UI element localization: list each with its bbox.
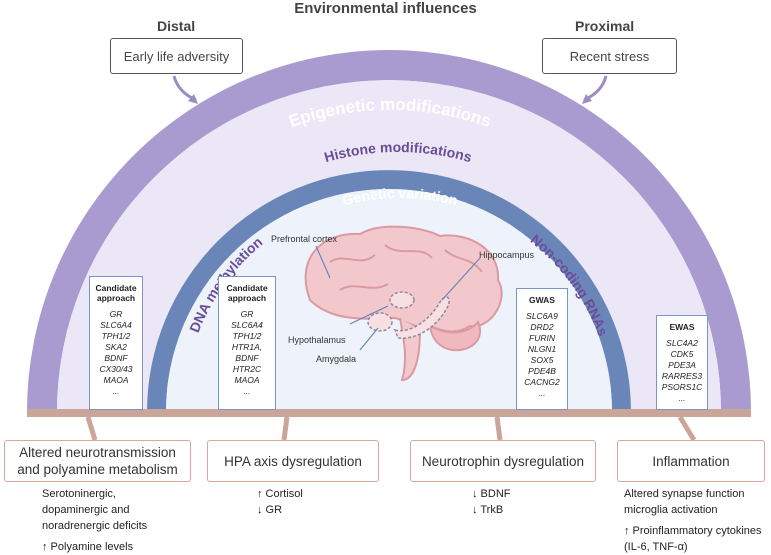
gene-item: MAOA: [234, 375, 260, 385]
gene-item: CACNG2: [524, 377, 560, 387]
outcome-notes-hpa: ↑ Cortisol ↓ GR: [257, 486, 303, 518]
gene-item: PDE3A: [668, 360, 696, 370]
gene-item: SLC6A4: [231, 320, 263, 330]
gene-list-ewas: EWAS SLC4A2 CDK5 PDE3A RARRES3 PSORS1C .…: [656, 315, 708, 410]
outcome-notes-inflammation: Altered synapse function microglia activ…: [624, 486, 762, 555]
note-line: dopaminergic and: [42, 504, 130, 516]
gene-item: SLC6A9: [526, 311, 558, 321]
outcome-neurotrophin-box: Neurotrophin dysregulation: [410, 440, 596, 482]
gene-item: CX30/43: [99, 364, 133, 374]
outcome-notes-neurotrophin: ↓ BDNF ↓ TrkB: [472, 486, 511, 518]
note-line: ↑ Proinflammatory cytokines: [624, 525, 762, 537]
list-header: approach: [96, 293, 136, 303]
outcome-label: Altered neurotransmission: [19, 445, 176, 460]
distal-label: Distal: [157, 18, 196, 34]
brain-label-hypothalamus: Hypothalamus: [288, 335, 346, 345]
list-header: EWAS: [669, 322, 695, 332]
outcome-hpa-box: HPA axis dysregulation: [207, 440, 379, 482]
gene-item: RARRES3: [661, 371, 703, 381]
gene-item: ...: [112, 386, 120, 396]
connector-4: [677, 415, 697, 442]
list-header: Candidate: [226, 283, 268, 293]
gene-item: BDNF: [235, 353, 259, 363]
gene-item: PSORS1C: [661, 382, 703, 392]
gene-item: ...: [243, 386, 251, 396]
gene-item: SLC4A2: [666, 338, 698, 348]
gene-item: DRD2: [530, 322, 554, 332]
gene-item: TPH1/2: [232, 331, 262, 341]
early-life-adversity-box: Early life adversity: [110, 38, 243, 74]
gene-item: BDNF: [104, 353, 128, 363]
gene-item: SOX5: [530, 355, 554, 365]
outcome-label: and polyamine metabolism: [17, 462, 178, 477]
gene-item: SKA2: [105, 342, 127, 352]
gene-item: PDE4B: [528, 366, 556, 376]
proximal-label: Proximal: [575, 18, 635, 34]
outcome-notes-neurotransmission: Serotoninergic, dopaminergic and noradre…: [42, 486, 147, 555]
list-header: Candidate: [95, 283, 137, 293]
gene-item: FURIN: [529, 333, 555, 343]
note-line: Altered synapse function: [624, 488, 745, 500]
brain-label-prefrontal: Prefrontal cortex: [271, 234, 338, 244]
gene-item: ...: [678, 393, 686, 403]
gene-item: NLGN1: [527, 344, 557, 354]
arc-label-genetic: Genetic variation: [341, 185, 460, 208]
outcome-neurotransmission-box: Altered neurotransmission and polyamine m…: [4, 440, 191, 482]
gene-item: HTR2C: [232, 364, 262, 374]
gene-item: MAOA: [103, 375, 129, 385]
note-line: ↓ TrkB: [472, 504, 504, 516]
base-bar: [27, 409, 751, 417]
note-line: ↓ BDNF: [472, 488, 511, 500]
proximal-arrow-head: [582, 94, 592, 104]
gene-item: ...: [538, 388, 546, 398]
connector-2: [281, 416, 290, 441]
note-line: noradrenergic deficits: [42, 520, 148, 532]
brain-label-amygdala: Amygdala: [316, 354, 357, 364]
note-line: ↓ GR: [257, 504, 283, 516]
note-line: microglia activation: [624, 504, 718, 516]
gene-item: GR: [109, 309, 123, 319]
distal-arrow-head: [188, 94, 198, 104]
list-header: GWAS: [529, 295, 555, 305]
epigenetic-area: [57, 80, 721, 413]
note-line: Serotoninergic,: [42, 488, 116, 500]
brain-label-hippocampus: Hippocampus: [479, 250, 535, 260]
note-line: (IL-6, TNF-α): [624, 541, 688, 553]
brain-illustration: [304, 225, 503, 382]
gene-item: SLC6A4: [100, 320, 132, 330]
list-header: approach: [227, 293, 267, 303]
outcome-inflammation-box: Inflammation: [617, 440, 765, 482]
recent-stress-box: Recent stress: [542, 38, 677, 74]
gene-item: GR: [240, 309, 254, 319]
gene-item: TPH1/2: [101, 331, 131, 341]
gene-item: HTR1A,: [231, 342, 263, 352]
connector-1: [85, 416, 98, 441]
note-line: ↑ Cortisol: [257, 488, 303, 500]
diagram-title: Environmental influences: [294, 0, 477, 17]
gene-item: CDK5: [670, 349, 694, 359]
gene-list-gwas: GWAS SLC6A9 DRD2 FURIN NLGN1 SOX5 PDE4B …: [516, 288, 568, 410]
connector-3: [494, 416, 503, 441]
note-line: ↑ Polyamine levels: [42, 541, 134, 553]
